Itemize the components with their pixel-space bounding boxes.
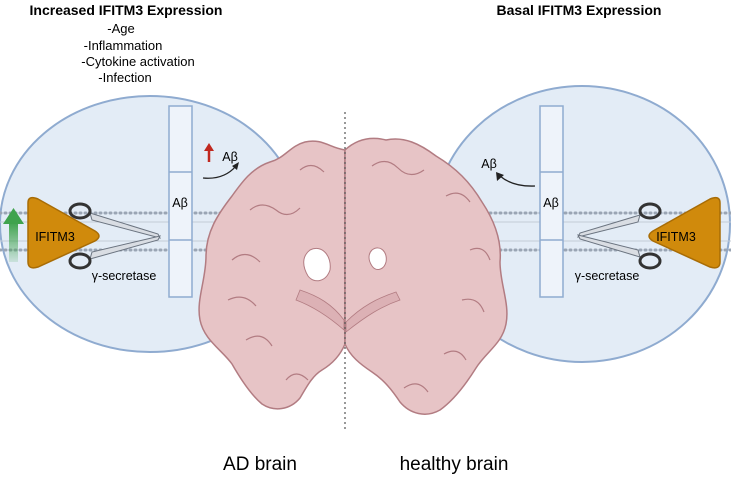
left-factor-infection: -Infection xyxy=(98,70,151,85)
green-up-arrow-icon xyxy=(3,208,24,262)
right-gamma-secretase-label: γ-secretase xyxy=(575,269,640,283)
left-factor-cytokine: -Cytokine activation xyxy=(81,54,194,69)
right-abeta-membrane-label: Aβ xyxy=(543,196,559,210)
ad-brain-illustration xyxy=(198,140,346,410)
right-ifitm3-triangle xyxy=(648,196,721,269)
caption-healthy-brain: healthy brain xyxy=(400,454,509,475)
right-scissors-icon xyxy=(577,202,662,270)
right-ifitm3-label: IFITM3 xyxy=(656,230,696,244)
left-title: Increased IFITM3 Expression xyxy=(30,2,223,18)
left-scissors-icon xyxy=(68,202,161,270)
left-abeta-released-label: Aβ xyxy=(222,150,238,164)
healthy-brain-illustration xyxy=(344,137,508,415)
left-ifitm3-triangle xyxy=(27,196,100,269)
caption-ad-brain: AD brain xyxy=(223,454,297,475)
left-app-protein xyxy=(168,105,193,298)
left-factor-inflammation: -Inflammation xyxy=(84,38,163,53)
red-up-arrow-icon xyxy=(204,143,214,162)
right-title: Basal IFITM3 Expression xyxy=(497,2,662,18)
right-release-arrow-icon xyxy=(496,172,536,187)
left-ifitm3-label: IFITM3 xyxy=(35,230,75,244)
left-release-arrow-icon xyxy=(202,162,239,179)
left-gamma-secretase-label: γ-secretase xyxy=(92,269,157,283)
left-abeta-membrane-label: Aβ xyxy=(172,196,188,210)
left-factor-age: -Age xyxy=(107,21,134,36)
right-abeta-released-label: Aβ xyxy=(481,157,497,171)
right-app-protein xyxy=(539,105,564,298)
